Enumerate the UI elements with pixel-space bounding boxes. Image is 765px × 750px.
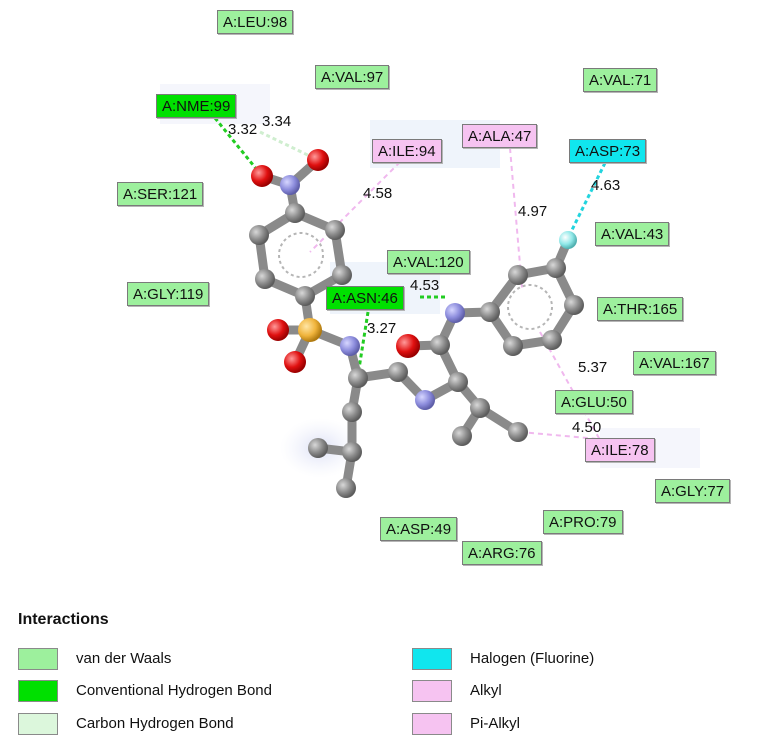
carbon-hbond-line-nme99 xyxy=(259,130,319,162)
legend-label: Alkyl xyxy=(470,682,502,699)
legend-swatch xyxy=(18,648,58,670)
distance-labels: 3.32 3.34 4.58 4.97 4.63 4.53 3.27 5.37 … xyxy=(228,113,620,436)
interaction-lines xyxy=(213,117,611,441)
legend-swatch xyxy=(18,713,58,735)
residue-label[interactable]: A:PRO:79 xyxy=(543,510,623,534)
distance-label: 3.27 xyxy=(367,320,396,337)
distance-label: 4.97 xyxy=(518,203,547,220)
residue-label[interactable]: A:ILE:78 xyxy=(585,438,655,462)
distance-label: 3.32 xyxy=(228,121,257,138)
distance-label: 4.50 xyxy=(572,419,601,436)
residue-label[interactable]: A:ILE:94 xyxy=(372,139,442,163)
residue-label[interactable]: A:THR:165 xyxy=(597,297,684,321)
residue-label[interactable]: A:VAL:120 xyxy=(387,250,470,274)
ligand-atoms xyxy=(249,149,584,498)
alkyl-line-ile94 xyxy=(309,161,401,253)
hbond-line-asn46 xyxy=(356,311,370,376)
distance-label: 4.63 xyxy=(591,177,620,194)
legend-label: Carbon Hydrogen Bond xyxy=(76,715,234,732)
residue-label[interactable]: A:VAL:97 xyxy=(315,65,390,89)
residue-label[interactable]: A:VAL:43 xyxy=(595,222,670,246)
residue-label[interactable]: A:ARG:76 xyxy=(462,541,542,565)
residue-label[interactable]: A:VAL:167 xyxy=(633,351,716,375)
residue-label[interactable]: A:ALA:47 xyxy=(462,124,538,148)
residue-label[interactable]: A:NME:99 xyxy=(156,94,237,118)
residue-label[interactable]: A:ASP:49 xyxy=(380,517,458,541)
residue-label[interactable]: A:VAL:71 xyxy=(583,68,658,92)
distance-label: 5.37 xyxy=(578,359,607,376)
alkyl-line-ala47 xyxy=(509,147,523,289)
legend-swatch xyxy=(18,680,58,702)
residue-label[interactable]: A:SER:121 xyxy=(117,182,204,206)
legend-swatch xyxy=(412,648,452,670)
residue-label[interactable]: A:ASN:46 xyxy=(326,286,404,310)
residue-label[interactable]: A:GLY:77 xyxy=(655,479,731,503)
legend-title: Interactions xyxy=(18,611,109,628)
legend-swatch xyxy=(412,713,452,735)
aromatic-ring-markers xyxy=(278,232,553,330)
legend-label: Conventional Hydrogen Bond xyxy=(76,682,272,699)
legend-label: Halogen (Fluorine) xyxy=(470,650,595,667)
residue-label[interactable]: A:GLU:50 xyxy=(555,390,633,414)
residue-label[interactable]: A:LEU:98 xyxy=(217,10,294,34)
hbond-line-nme99 xyxy=(213,117,264,177)
residue-label[interactable]: A:ASP:73 xyxy=(569,139,647,163)
pi-alkyl-line-ile78 xyxy=(539,331,601,441)
legend-label: Pi-Alkyl xyxy=(470,715,521,732)
residue-label[interactable]: A:GLY:119 xyxy=(127,282,210,306)
distance-label: 3.34 xyxy=(262,113,291,130)
legend-label: van der Waals xyxy=(76,650,172,667)
distance-label: 4.53 xyxy=(410,277,439,294)
distance-label: 4.58 xyxy=(363,185,392,202)
legend-swatch xyxy=(412,680,452,702)
